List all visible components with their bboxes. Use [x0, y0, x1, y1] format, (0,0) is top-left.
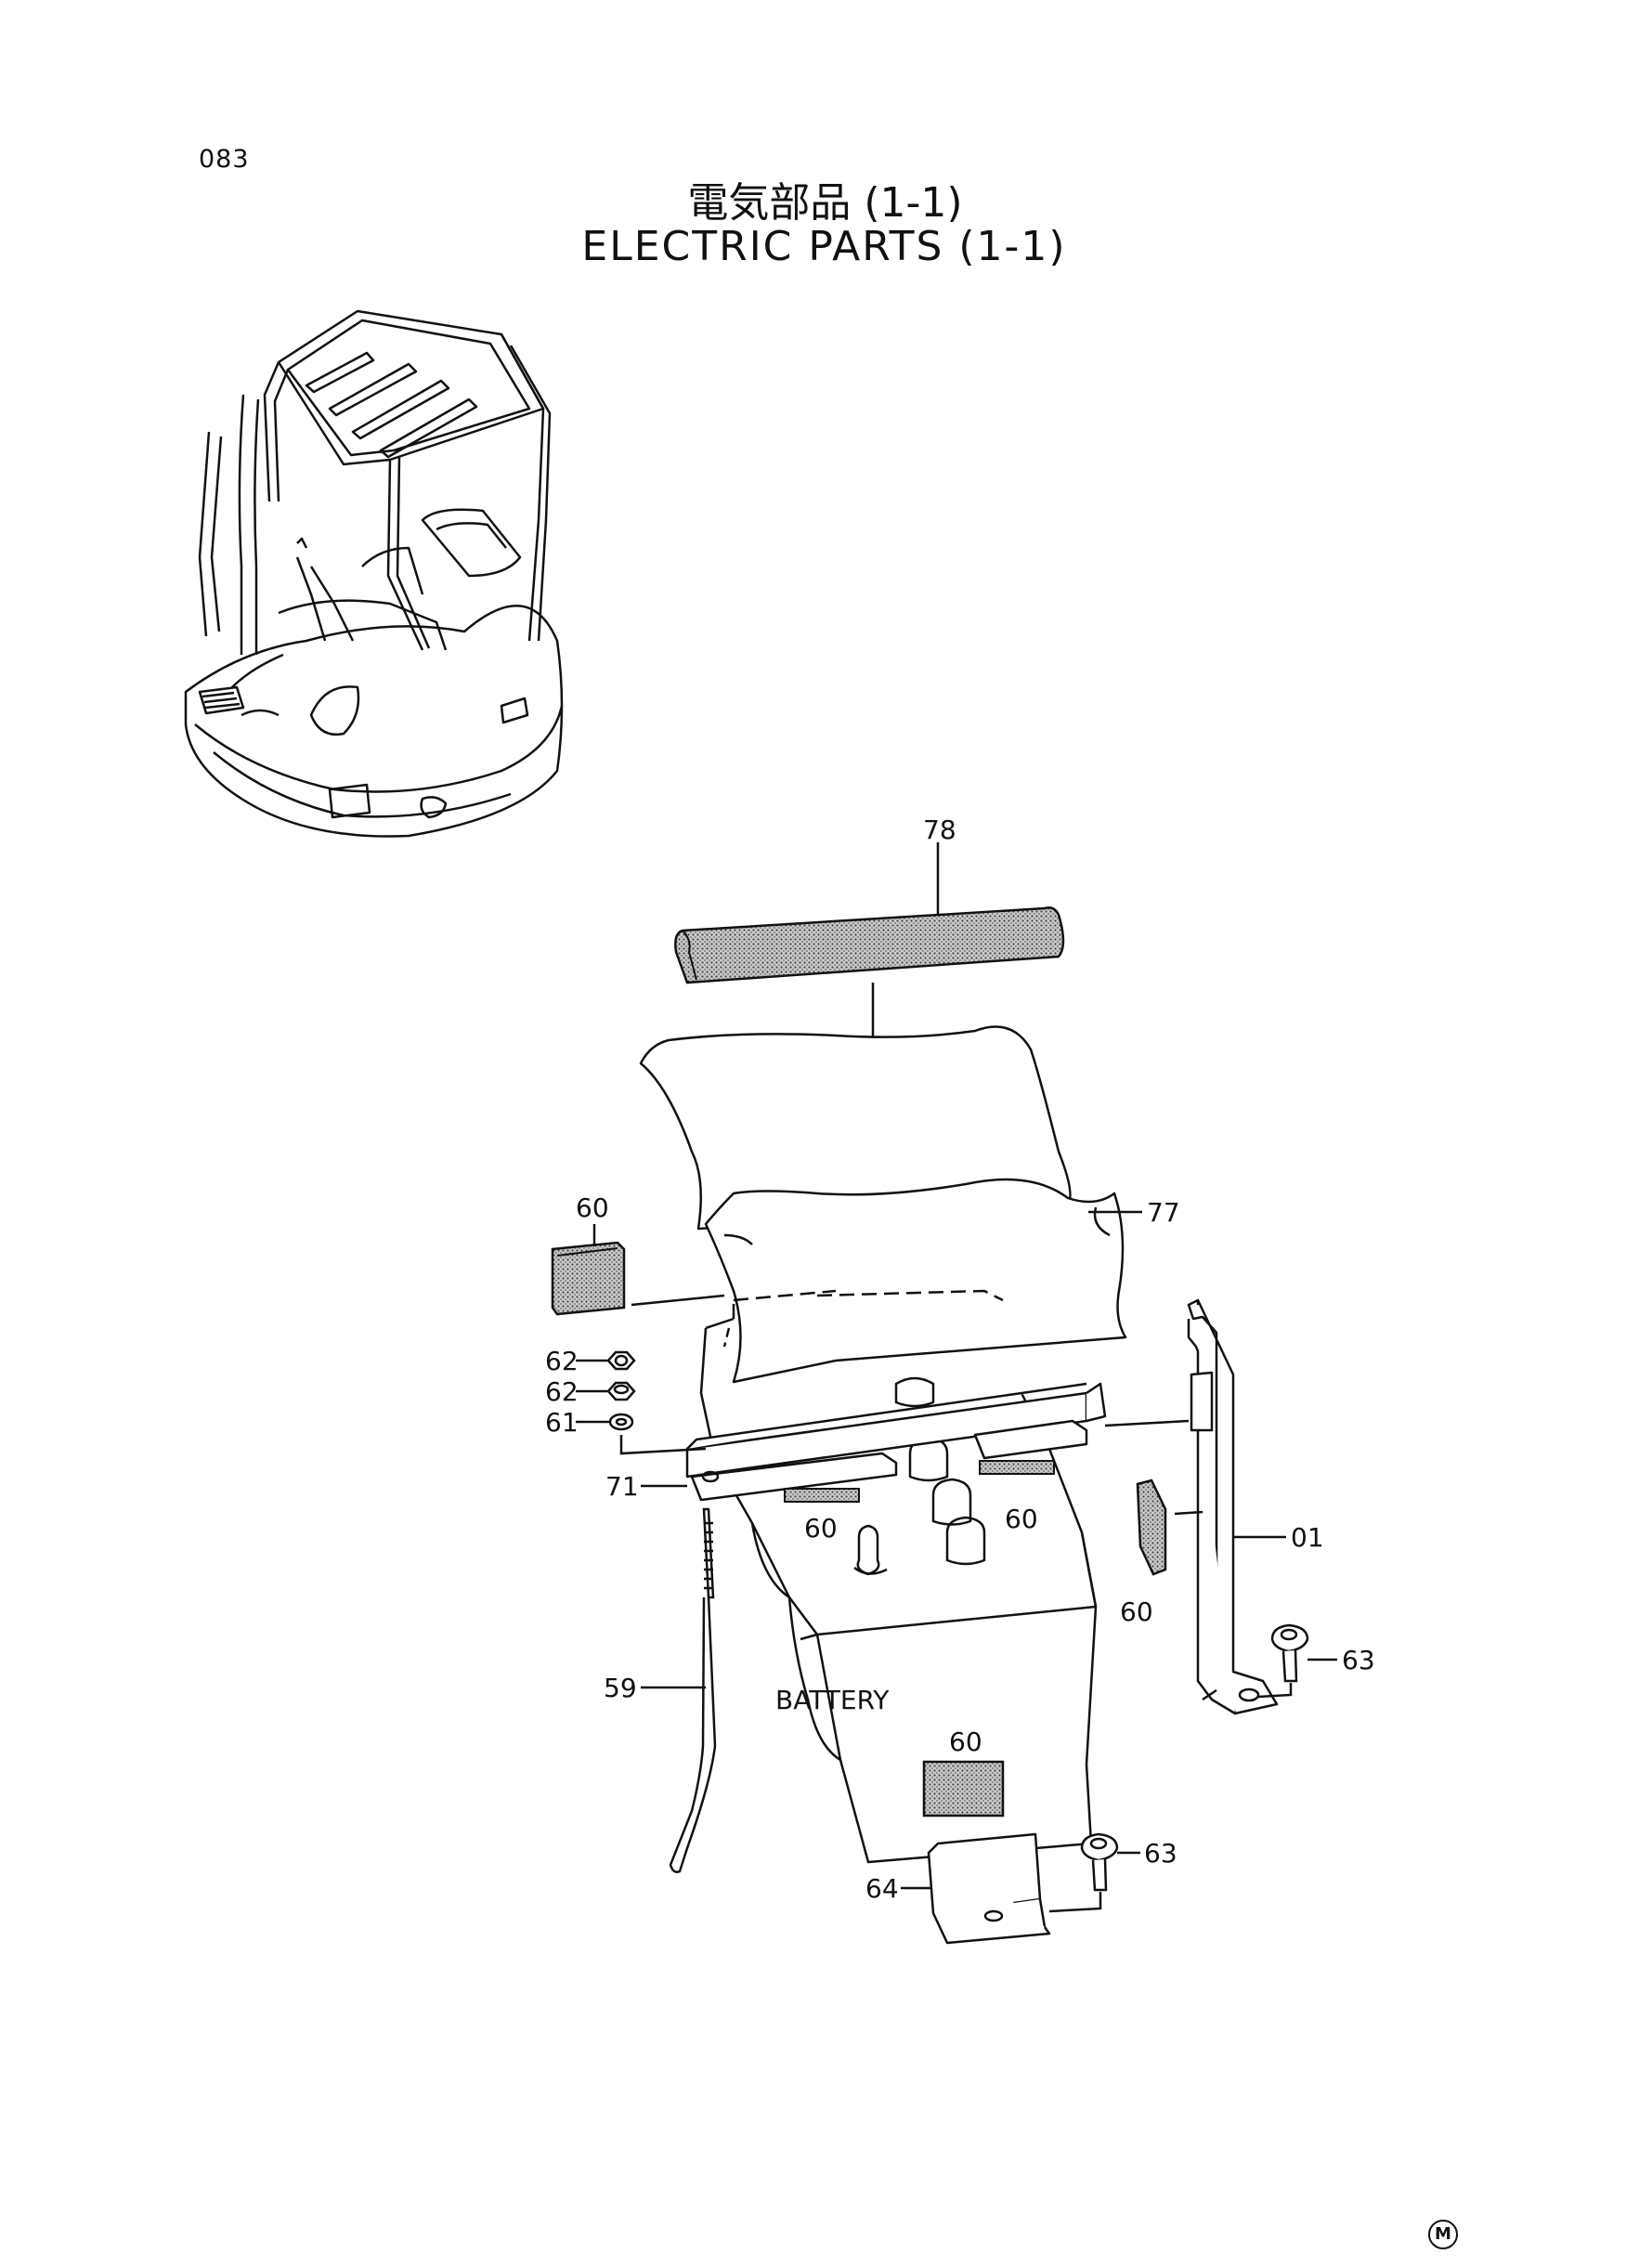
- part-64-bottom-bracket: [901, 1832, 1051, 1945]
- callout-60-left: 60: [804, 1513, 838, 1544]
- callout-63-top: 63: [1342, 1645, 1375, 1675]
- callout-60-mid: 60: [1005, 1504, 1038, 1534]
- callout-60-top: 60: [576, 1192, 609, 1223]
- part-60-pad-front: [922, 1760, 1005, 1818]
- part-60-pad-right: [1136, 1479, 1167, 1576]
- callout-01: 01: [1291, 1522, 1324, 1553]
- part-60-pad-left: [784, 1488, 860, 1503]
- page-title-english: ELECTRIC PARTS (1-1): [581, 223, 1067, 270]
- callout-71: 71: [605, 1471, 639, 1502]
- callout-62-a: 62: [545, 1346, 579, 1376]
- part-77-cover-sheet: [639, 1025, 1142, 1384]
- callout-59: 59: [604, 1673, 637, 1703]
- part-01-bracket: [1104, 1298, 1286, 1715]
- callout-63-bottom: 63: [1144, 1838, 1177, 1869]
- callout-60-front: 60: [949, 1726, 982, 1757]
- part-59-j-bolt: [641, 1507, 717, 1873]
- leader-bar-to-bracket: [1104, 1419, 1190, 1427]
- callout-60-right: 60: [1120, 1596, 1153, 1627]
- part-60-pad-mid: [979, 1460, 1055, 1475]
- battery-label: BATTERY: [775, 1685, 890, 1715]
- battery: [699, 1289, 1098, 1864]
- part-63-bolt-top: [1257, 1623, 1337, 1699]
- hardware-nuts-washer: [576, 1350, 707, 1488]
- callout-61: 61: [545, 1407, 579, 1438]
- leader-60-top-to-battery: [631, 1294, 725, 1307]
- callout-78: 78: [923, 814, 956, 845]
- callout-77: 77: [1147, 1197, 1180, 1228]
- machine-overview-illustration: [184, 309, 564, 838]
- part-63-bolt-bottom: [1048, 1832, 1140, 1913]
- callout-62-b: 62: [545, 1376, 579, 1407]
- callout-64: 64: [865, 1873, 899, 1904]
- manufacturer-mark-icon: M: [1428, 2220, 1458, 2249]
- part-71-hold-down-bar: [685, 1382, 1107, 1502]
- part-60-pad-top: [551, 1224, 725, 1316]
- page-title-japanese: 電気部品 (1-1): [687, 179, 963, 227]
- page-number: 083: [199, 145, 250, 174]
